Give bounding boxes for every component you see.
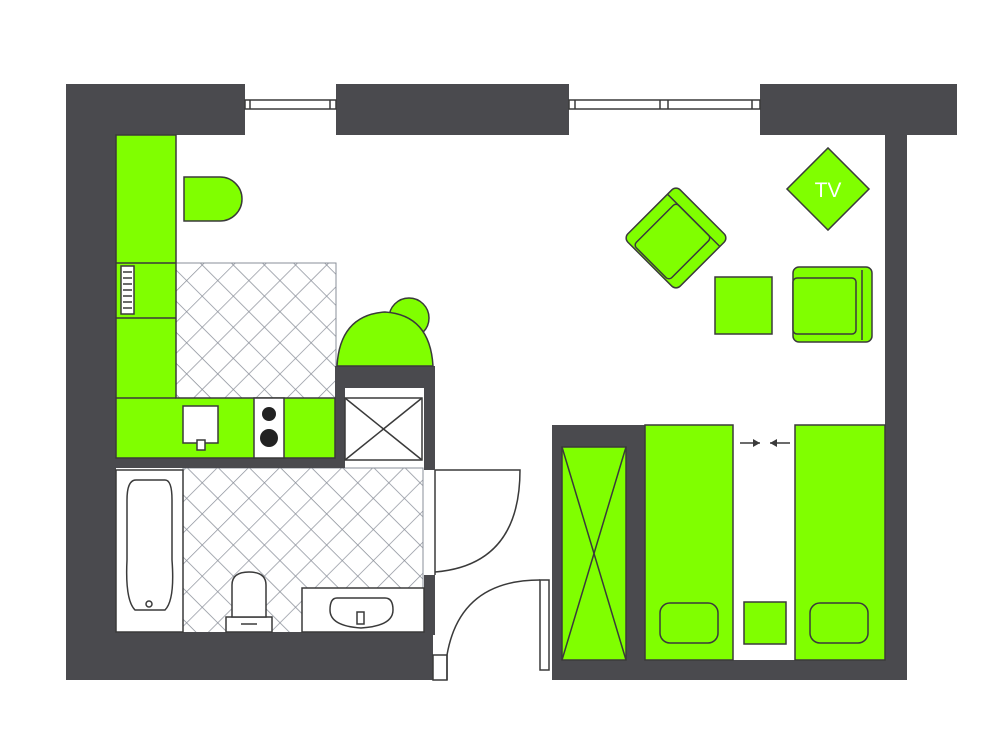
beds <box>644 424 886 661</box>
shower-icon <box>344 397 423 461</box>
plant-icon <box>336 297 434 367</box>
nightstand-icon <box>743 601 787 645</box>
tv-label: TV <box>815 179 842 202</box>
bathroom-door-icon <box>434 469 521 573</box>
armchair-icon <box>792 266 873 343</box>
beds-join-arrows-icon <box>740 439 790 447</box>
pillow-icon <box>809 602 869 644</box>
washbasin-icon <box>301 587 425 633</box>
windows <box>244 99 761 110</box>
entrance-door-icon <box>446 579 541 656</box>
outer-wall-top-middle <box>336 84 569 135</box>
inner-wall-kitchen <box>116 366 435 470</box>
inner-wall-wardrobe-left <box>552 447 562 660</box>
window-left <box>244 99 337 110</box>
bathroom <box>115 469 425 633</box>
window-right <box>568 99 761 110</box>
tv-icon: TV <box>785 146 871 232</box>
inner-wall-bath-right <box>424 575 435 635</box>
stove-burner-icon <box>262 407 276 421</box>
walls <box>66 84 957 680</box>
pillow-icon <box>659 602 719 644</box>
outer-wall-left <box>66 84 433 680</box>
coffee-table-icon <box>714 276 773 335</box>
stove-burner-icon <box>260 429 278 447</box>
dining-table-icon <box>183 176 243 222</box>
living-area: TV <box>625 146 873 343</box>
kitchen <box>115 134 336 459</box>
kitchen-tile-floor <box>175 262 337 399</box>
kitchen-sink-icon <box>182 405 219 444</box>
doors <box>432 469 550 681</box>
kitchen-counter-icon <box>115 134 336 459</box>
armchair-icon <box>625 187 727 289</box>
wardrobe-icon <box>561 446 627 661</box>
